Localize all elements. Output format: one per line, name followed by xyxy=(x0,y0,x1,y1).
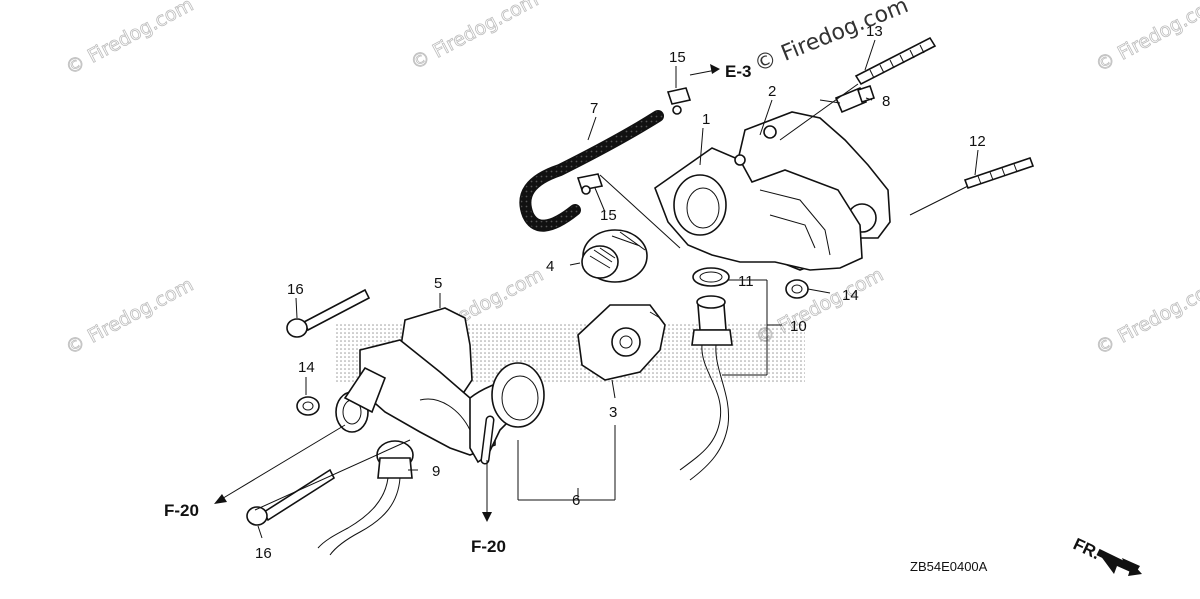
callout-4: 4 xyxy=(546,258,554,275)
housing-bolt-boss xyxy=(734,154,746,166)
callout-15-upper: 15 xyxy=(669,49,686,66)
watermark-text: © Firedog.com xyxy=(62,274,197,360)
temperature-sender-part-8 xyxy=(834,84,876,114)
thermo-switch-part-9 xyxy=(317,440,414,556)
diagram-code: ZB54E0400A xyxy=(910,559,988,574)
callout-10: 10 xyxy=(790,318,807,335)
reference-f20-left[interactable]: F-20 xyxy=(164,501,199,520)
callout-8: 8 xyxy=(882,93,890,110)
housing-rib xyxy=(759,189,831,256)
callout-9: 9 xyxy=(432,463,440,480)
callout-14-left: 14 xyxy=(298,359,315,376)
callout-6: 6 xyxy=(572,492,580,509)
leader-lines xyxy=(257,39,979,539)
gasket-bolt-hole xyxy=(763,125,777,139)
radiator-cap-part-3 xyxy=(577,304,666,381)
reference-arrows xyxy=(214,64,720,522)
callout-5: 5 xyxy=(434,275,442,292)
stud-bolt-part-12 xyxy=(963,156,1035,190)
housing-rib xyxy=(769,214,816,249)
callout-16-lower: 16 xyxy=(255,545,272,562)
clip-part-15-lower xyxy=(576,173,604,195)
callout-13: 13 xyxy=(866,23,883,40)
callout-2: 2 xyxy=(768,83,776,100)
reference-f20-bottom[interactable]: F-20 xyxy=(471,537,506,556)
front-direction-label: FR. xyxy=(1070,534,1103,563)
o-ring-inner xyxy=(699,271,723,283)
thermo-switch-part-10 xyxy=(679,295,733,481)
clip-part-15-upper xyxy=(666,87,692,115)
watermark-text: © Firedog.com xyxy=(62,0,197,79)
callout-14-right: 14 xyxy=(842,287,859,304)
elbow-fitting-part-6 xyxy=(469,362,545,465)
housing-port-inner xyxy=(686,187,720,229)
o-ring-part-11 xyxy=(692,267,730,287)
bolt-part-16-lower xyxy=(246,468,336,526)
callout-16-upper: 16 xyxy=(287,281,304,298)
watermark-text: © Firedog.com xyxy=(1092,0,1200,76)
nut-part-14-left xyxy=(296,396,320,416)
reference-e3[interactable]: E-3 xyxy=(725,62,751,81)
stud-bolt-part-13 xyxy=(854,36,937,86)
nut-part-14-right xyxy=(785,279,809,299)
thermostat-part-4 xyxy=(581,229,648,283)
callout-7: 7 xyxy=(590,100,598,117)
watermark-text: © Firedog.com xyxy=(1092,274,1200,360)
watermark-text: © Firedog.com xyxy=(407,0,542,74)
bolt-part-16-upper xyxy=(286,288,371,338)
callout-3: 3 xyxy=(609,404,617,421)
callout-1: 1 xyxy=(702,111,710,128)
callout-12: 12 xyxy=(969,133,986,150)
housing-port xyxy=(673,174,727,236)
hose-texture xyxy=(520,111,663,231)
callout-labels: 15 7 1 2 13 8 12 15 4 11 14 10 3 6 5 9 1… xyxy=(255,23,986,562)
callout-11: 11 xyxy=(738,273,754,290)
callout-15-lower: 15 xyxy=(600,207,617,224)
water-outlet-part-5 xyxy=(335,307,496,456)
front-direction-arrow xyxy=(1096,548,1142,576)
